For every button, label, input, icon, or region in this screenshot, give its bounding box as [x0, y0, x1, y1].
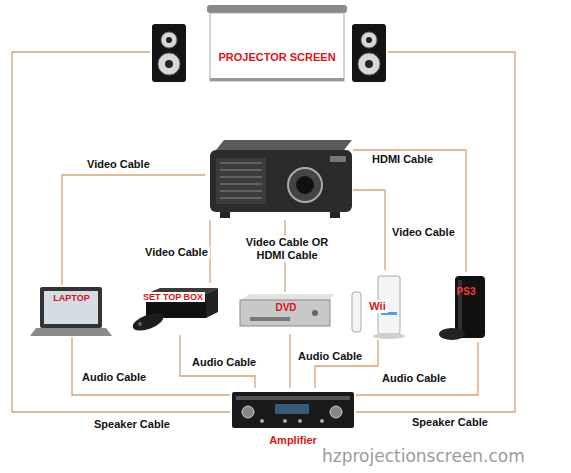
- cable-label: Audio Cable: [80, 371, 148, 384]
- device-label: LAPTOP: [53, 293, 89, 303]
- screen-drawing: [207, 5, 347, 81]
- cable-path: [356, 342, 478, 395]
- dvd-player-node: DVD: [238, 292, 334, 334]
- cable-line: [356, 52, 515, 412]
- speaker-right-drawing: [352, 24, 386, 82]
- amplifier-drawing: [232, 392, 354, 428]
- cable-path: [289, 334, 290, 388]
- cable-label: HDMI Cable: [370, 153, 435, 166]
- cable-label: Audio Cable: [380, 372, 448, 385]
- amplifier-node: Amplifier: [230, 388, 356, 450]
- laptop-node: LAPTOP: [30, 285, 113, 337]
- cable-line: [356, 342, 478, 395]
- cable-label: Video Cable: [390, 226, 457, 239]
- set-top-box-node: SET TOP BOX: [128, 283, 218, 335]
- laptop-drawing: [30, 287, 112, 336]
- speaker-left-node: [150, 22, 188, 84]
- cable-label: Video Cable: [143, 246, 210, 259]
- cable-path: [353, 190, 385, 270]
- device-label: PS3: [457, 286, 476, 298]
- ps3-drawing: [439, 276, 485, 340]
- cable-path: [356, 52, 515, 412]
- device-label: DVD: [275, 302, 296, 314]
- wii-console-node: Wii: [345, 270, 410, 340]
- device-label: Amplifier: [269, 434, 317, 447]
- cable-label: Speaker Cable: [410, 416, 490, 429]
- projector-node: [205, 138, 353, 220]
- projector-screen-node: PROJECTOR SCREEN: [207, 5, 347, 83]
- speaker-left-drawing: [152, 24, 186, 82]
- ps3-console-node: PS3: [440, 272, 492, 342]
- wii-drawing: [352, 276, 405, 339]
- device-label: Wii: [367, 300, 387, 313]
- cable-line: [290, 334, 291, 388]
- speaker-right-node: [350, 22, 388, 84]
- cable-path: [315, 340, 378, 388]
- watermark: hzprojectionscreen.com: [322, 446, 525, 466]
- cable-line: [62, 175, 205, 285]
- cable-label: Video Cable: [85, 158, 152, 171]
- cable-line: [315, 340, 378, 388]
- projector-drawing: [210, 140, 352, 218]
- cable-path: [62, 175, 205, 285]
- set-top-box-drawing: [131, 288, 218, 334]
- cable-path: [353, 150, 466, 272]
- cable-label: Audio Cable: [296, 350, 364, 363]
- cable-label: Video Cable OR HDMI Cable: [240, 236, 334, 262]
- device-label: SET TOP BOX: [141, 292, 205, 302]
- cable-line: [353, 150, 466, 272]
- cable-label: Audio Cable: [190, 356, 258, 369]
- dvd-player-drawing: [240, 294, 334, 326]
- cable-label: Speaker Cable: [92, 418, 172, 431]
- cable-line: [353, 190, 385, 270]
- device-label: PROJECTOR SCREEN: [218, 51, 335, 64]
